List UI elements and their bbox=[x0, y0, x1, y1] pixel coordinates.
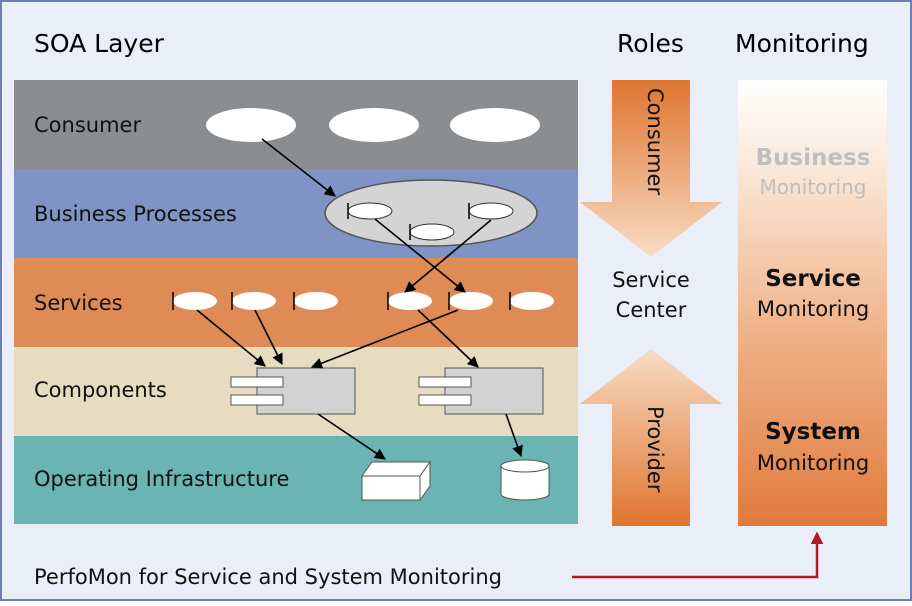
layer-label: Business Processes bbox=[34, 202, 237, 226]
service-center-line2: Center bbox=[616, 298, 687, 322]
monitoring-column bbox=[738, 80, 887, 526]
consumer-node bbox=[450, 108, 540, 142]
layer-label: Operating Infrastructure bbox=[34, 467, 289, 491]
server-box-icon bbox=[361, 460, 431, 502]
layer-label: Consumer bbox=[34, 113, 141, 137]
service-monitoring-sub: Monitoring bbox=[757, 297, 869, 321]
consumer-node bbox=[329, 108, 419, 142]
component-icon bbox=[230, 367, 356, 415]
footer-text: PerfoMon for Service and System Monitori… bbox=[34, 565, 502, 589]
business-monitoring-title: Business bbox=[756, 145, 871, 171]
layer-operating-infrastructure bbox=[14, 436, 578, 524]
perfomon-arrow bbox=[572, 531, 824, 579]
layer-label: Services bbox=[34, 291, 123, 315]
system-monitoring-title: System bbox=[765, 419, 861, 445]
service-monitoring-title: Service bbox=[765, 266, 861, 292]
business-process bbox=[324, 179, 538, 247]
provider-role-arrow bbox=[580, 349, 722, 526]
role-consumer-label: Consumer bbox=[643, 88, 667, 195]
process-step-node bbox=[347, 202, 393, 220]
service-center-line1: Service bbox=[612, 268, 690, 292]
system-monitoring-sub: Monitoring bbox=[757, 451, 869, 475]
service-nodes bbox=[172, 292, 554, 310]
consumer-node bbox=[206, 108, 296, 142]
role-provider-label: Provider bbox=[643, 406, 667, 493]
consumer-role-arrow bbox=[580, 80, 722, 257]
business-monitoring-sub: Monitoring bbox=[760, 175, 867, 199]
roles-header: Roles bbox=[617, 29, 684, 58]
component-icon bbox=[418, 367, 544, 415]
dependency-arrows bbox=[196, 138, 523, 460]
process-step-node bbox=[409, 223, 455, 241]
process-step-node bbox=[468, 202, 514, 220]
database-icon bbox=[500, 459, 550, 501]
monitoring-header: Monitoring bbox=[735, 29, 869, 58]
layer-label: Components bbox=[34, 378, 167, 402]
title: SOA Layer bbox=[34, 29, 165, 58]
